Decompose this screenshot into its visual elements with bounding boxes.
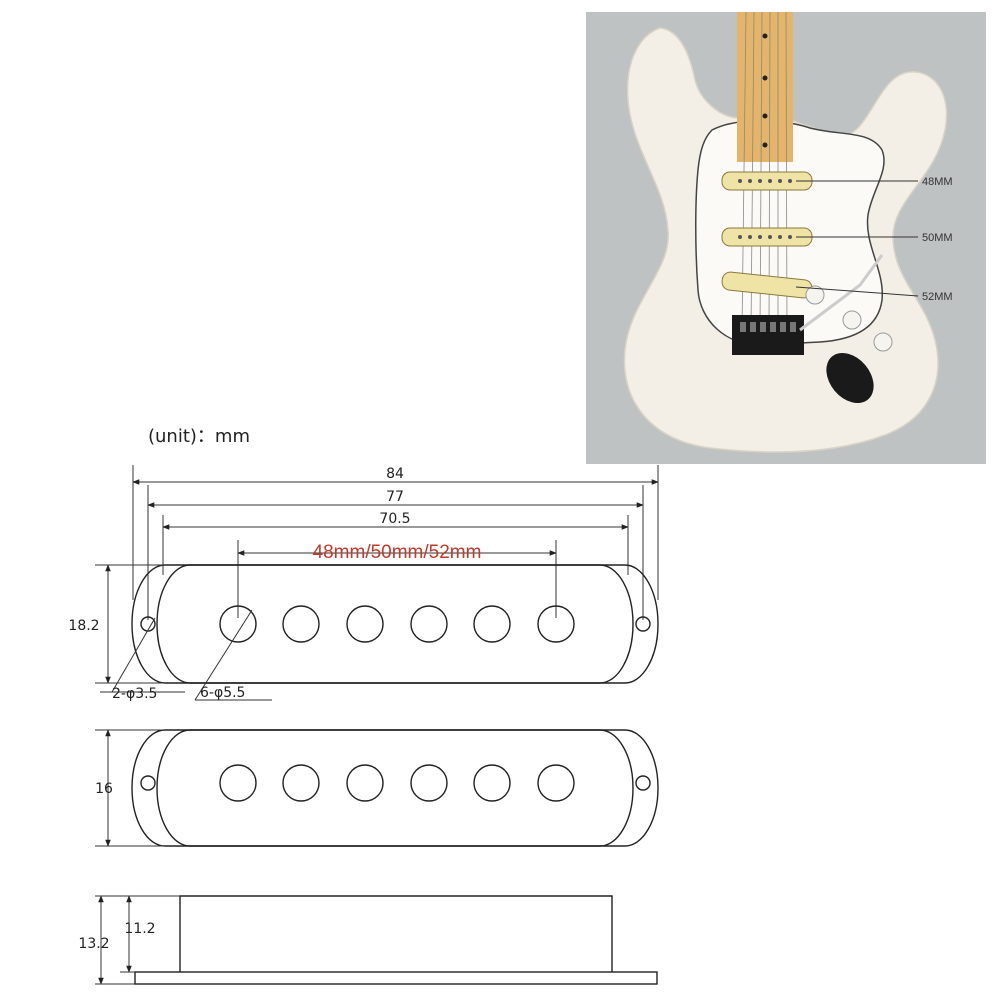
dim-side-total-height: 13.2: [78, 936, 109, 952]
unit-label: (unit)：mm: [148, 426, 250, 447]
label-52mm: 52MM: [922, 291, 953, 303]
top-view: 84 77 70.5 48mm/50mm/52mm 18.2 2-φ3.5: [68, 465, 659, 702]
dim-middle-height: 16: [95, 781, 113, 797]
side-view: 11.2 13.2: [78, 895, 658, 985]
control-knobs: [805, 285, 893, 352]
dim-side-inner-height: 11.2: [124, 921, 155, 937]
middle-view: 16: [95, 729, 659, 847]
dim-overall-width: 84: [386, 466, 404, 482]
middle-pole-holes: [219, 764, 575, 802]
pole-hole-note: 6-φ5.5: [200, 685, 245, 701]
neck-pickup: [721, 171, 813, 191]
mount-hole-note: 2-φ3.5: [112, 686, 157, 702]
dim-top-height: 18.2: [68, 618, 99, 634]
label-48mm: 48MM: [922, 176, 953, 188]
dim-pole-spacing: 48mm/50mm/52mm: [313, 542, 482, 563]
guitar-bridge: [732, 315, 804, 355]
guitar-photo: 48MM 50MM 52MM: [586, 11, 986, 464]
dim-mount-span: 77: [386, 489, 404, 505]
top-pole-holes: [219, 605, 575, 643]
output-jack: [826, 352, 874, 404]
label-50mm: 50MM: [922, 232, 953, 244]
dim-inner-width: 70.5: [379, 511, 410, 527]
